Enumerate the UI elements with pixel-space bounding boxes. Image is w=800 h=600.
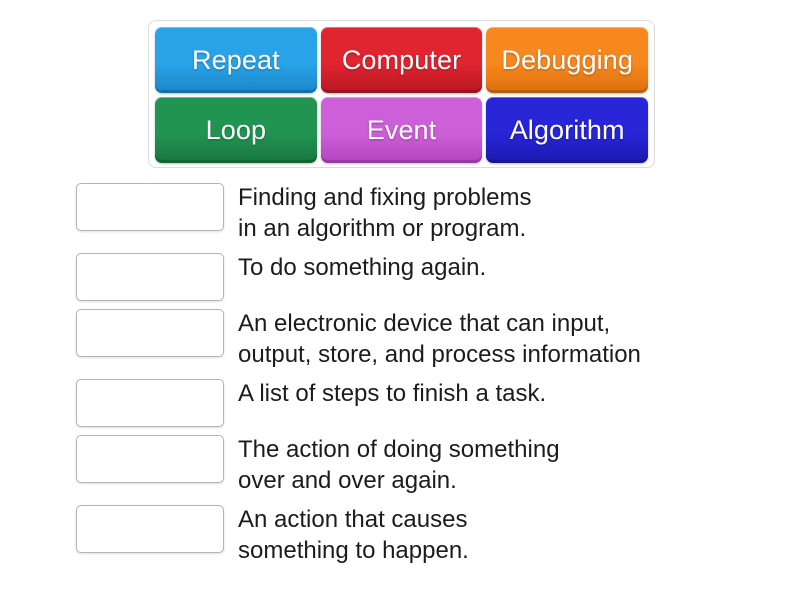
- question-row: The action of doing something over and ov…: [76, 434, 766, 497]
- word-tile-loop[interactable]: Loop: [155, 97, 317, 163]
- definition-line: To do something again.: [238, 253, 487, 281]
- definition-text: An electronic device that can input, outp…: [238, 309, 641, 371]
- definition-text: Finding and fixing problems in an algorit…: [238, 183, 532, 245]
- question-row: Finding and fixing problems in an algorit…: [76, 183, 766, 245]
- definition-line: The action of doing something: [238, 435, 560, 463]
- definition-line: over and over again.: [238, 466, 457, 494]
- word-tile-repeat[interactable]: Repeat: [155, 27, 317, 93]
- answer-drop-zone-2[interactable]: [76, 308, 224, 357]
- definition-text: The action of doing something over and ov…: [238, 435, 560, 497]
- question-row: An action that causes something to happen…: [76, 504, 766, 567]
- word-tile-computer[interactable]: Computer: [320, 27, 483, 93]
- definition-text: To do something again.: [238, 253, 486, 284]
- definition-text: An action that causes something to happen…: [238, 505, 469, 567]
- answer-drop-zone-1[interactable]: [76, 252, 224, 301]
- question-row: A list of steps to finish a task.: [76, 378, 766, 427]
- definition-line: Finding and fixing problems: [238, 184, 532, 211]
- definition-line: in an algorithm or program.: [238, 214, 527, 242]
- answer-drop-zone-5[interactable]: [76, 504, 224, 553]
- question-row: To do something again.: [76, 252, 766, 301]
- definition-line: An electronic device that can input,: [238, 309, 611, 337]
- answer-drop-zone-3[interactable]: [76, 378, 224, 427]
- word-tile-algorithm[interactable]: Algorithm: [486, 97, 649, 163]
- question-row: An electronic device that can input, outp…: [76, 308, 766, 371]
- answer-drop-zone-4[interactable]: [76, 434, 224, 483]
- definition-line: A list of steps to finish a task.: [238, 379, 547, 407]
- definition-line: output, store, and process information: [238, 340, 641, 368]
- definition-line: something to happen.: [238, 536, 469, 564]
- question-list: Finding and fixing problems in an algorit…: [76, 183, 766, 575]
- answer-drop-zone-0[interactable]: [76, 183, 224, 231]
- definition-text: A list of steps to finish a task.: [238, 379, 546, 410]
- word-tile-event[interactable]: Event: [320, 97, 483, 163]
- word-tile-debugging[interactable]: Debugging: [486, 27, 649, 93]
- definition-line: An action that causes: [238, 505, 468, 533]
